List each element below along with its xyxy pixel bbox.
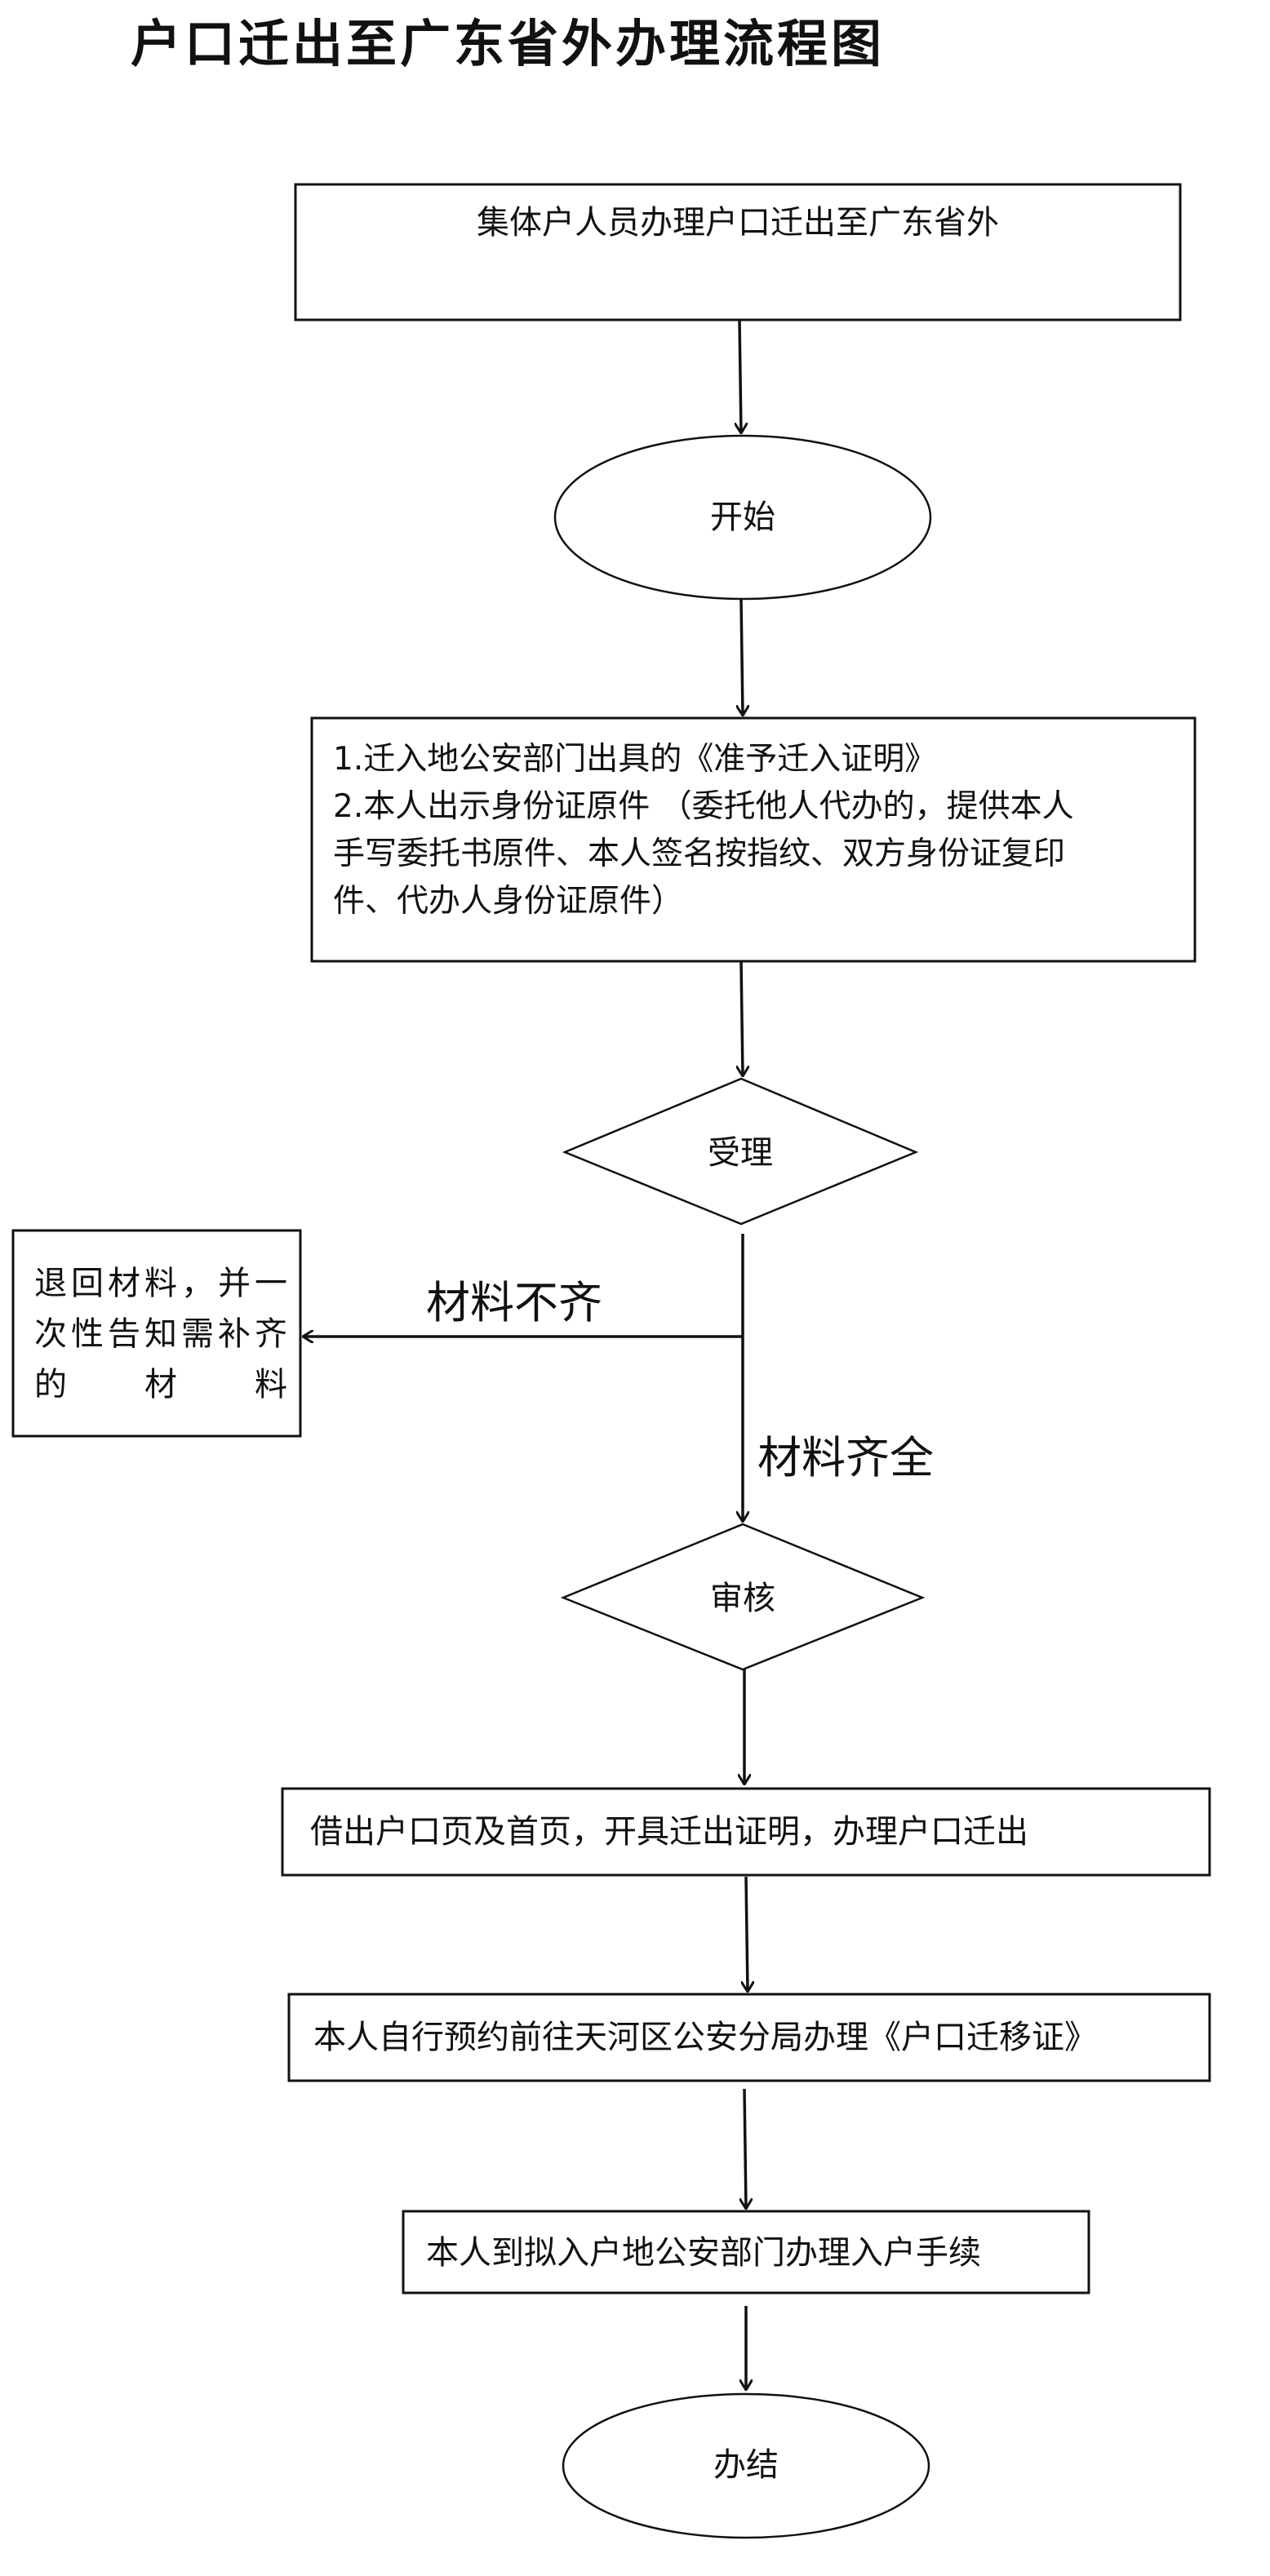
arrow-start-to-requirements [741,598,743,715]
end-oval [562,2392,930,2539]
return-box-label: 退回材料，并一次性告知需补齐的材料 [34,1265,287,1403]
step-2-label: 本人自行预约前往天河区公安分局办理《户口迁移证》 [313,2019,1097,2056]
step-1-box [281,1787,1211,1877]
requirement-line-4: 件、代办人身份证原件） [333,883,684,920]
arrow-requirements-to-accept [741,960,743,1075]
step-1-label: 借出户口页及首页，开具迁出证明，办理户口迁出 [310,1813,1028,1851]
page-title: 户口迁出至广东省外办理流程图 [131,14,886,73]
review-diamond [560,1523,926,1671]
start-box-label: 集体户人员办理户口迁出至广东省外 [477,204,999,242]
arrow-start-box-to-start [739,319,741,432]
requirement-line-1: 1.迁入地公安部门出具的《准予迁入证明》 [333,741,937,778]
return-box [11,1229,302,1438]
arrow-step-2-to-step-3 [744,2088,746,2208]
start-oval-label: 开始 [710,499,775,536]
accept-diamond-label: 受理 [708,1134,773,1172]
step-3-box [402,2210,1090,2294]
start-oval [553,434,932,601]
accept-diamond [562,1077,919,1226]
requirements-text: 1.迁入地公安部门出具的《准予迁入证明》 2.本人出示身份证原件 （委托他人代办… [333,736,1182,925]
start-box [294,183,1182,321]
incomplete-branch-label: 材料不齐 [426,1277,602,1328]
end-oval-label: 办结 [713,2446,779,2484]
review-diamond-label: 审核 [710,1580,775,1617]
requirements-box [310,716,1197,963]
step-3-label: 本人到拟入户地公安部门办理入户手续 [426,2234,981,2272]
arrow-step-1-to-step-2 [746,1876,748,1991]
step-2-box [287,1993,1211,2082]
requirement-line-2: 2.本人出示身份证原件 （委托他人代办的，提供本人 [333,788,1074,825]
requirement-line-3: 手写委托书原件、本人签名按指纹、双方身份证复印 [333,836,1066,872]
complete-branch-label: 材料齐全 [757,1432,934,1483]
